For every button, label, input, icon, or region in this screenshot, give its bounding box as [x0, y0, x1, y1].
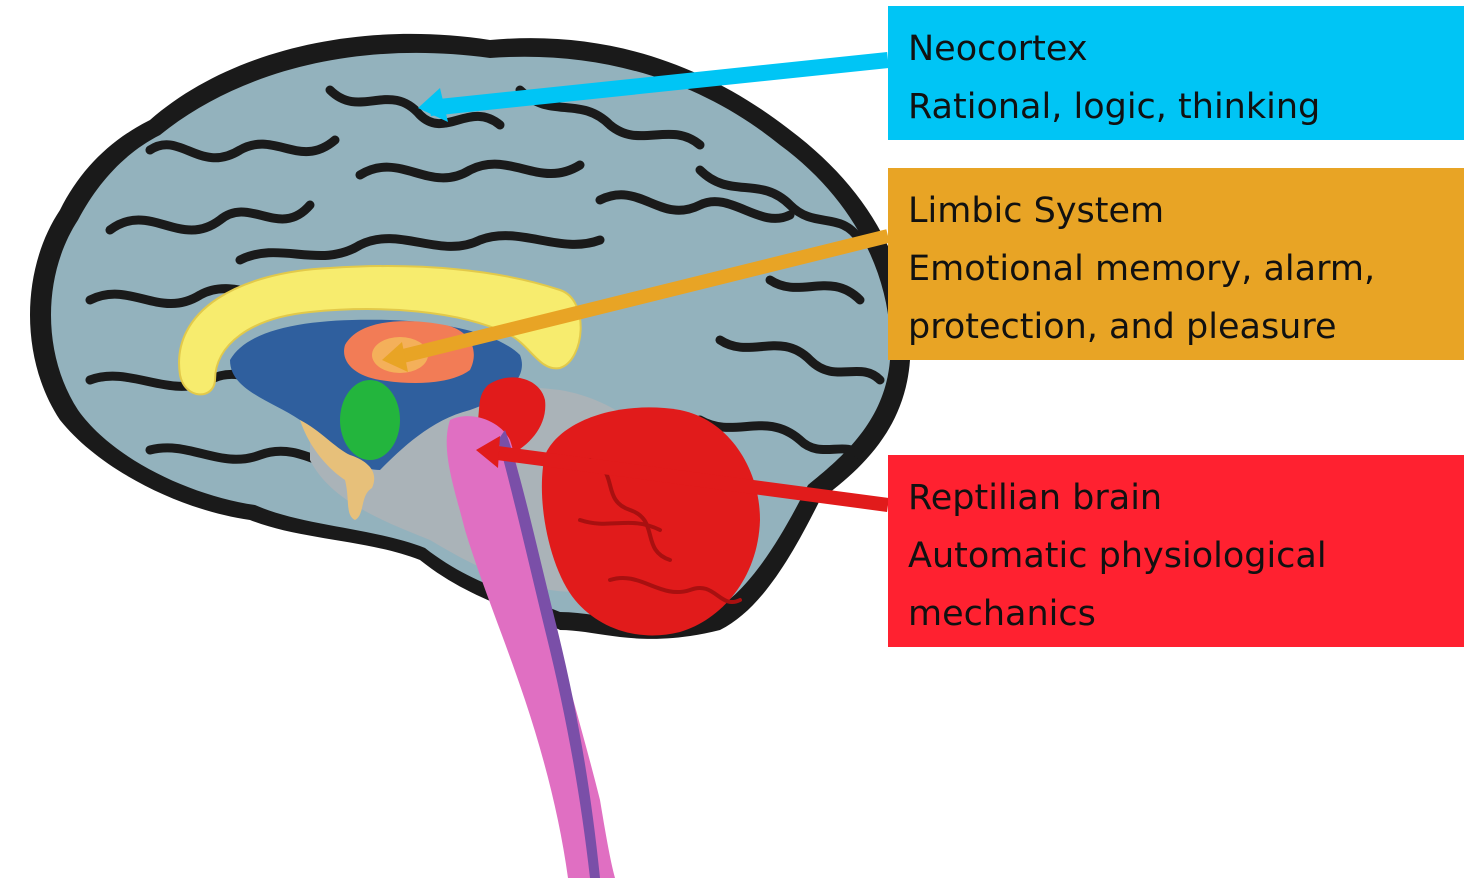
limbic-title: Limbic System [908, 182, 1444, 240]
neocortex-label-box: Neocortex Rational, logic, thinking [888, 6, 1464, 140]
limbic-description-line-1: Emotional memory, alarm, [908, 240, 1444, 298]
limbic-description-line-2: protection, and pleasure [908, 298, 1444, 356]
reptilian-description-line-2: mechanics [908, 585, 1444, 643]
limbic-label-box: Limbic System Emotional memory, alarm, p… [888, 168, 1464, 360]
reptilian-label-box: Reptilian brain Automatic physiological … [888, 455, 1464, 647]
neocortex-description: Rational, logic, thinking [908, 78, 1444, 136]
amygdala [340, 380, 400, 460]
neocortex-title: Neocortex [908, 20, 1444, 78]
reptilian-title: Reptilian brain [908, 469, 1444, 527]
reptilian-description-line-1: Automatic physiological [908, 527, 1444, 585]
